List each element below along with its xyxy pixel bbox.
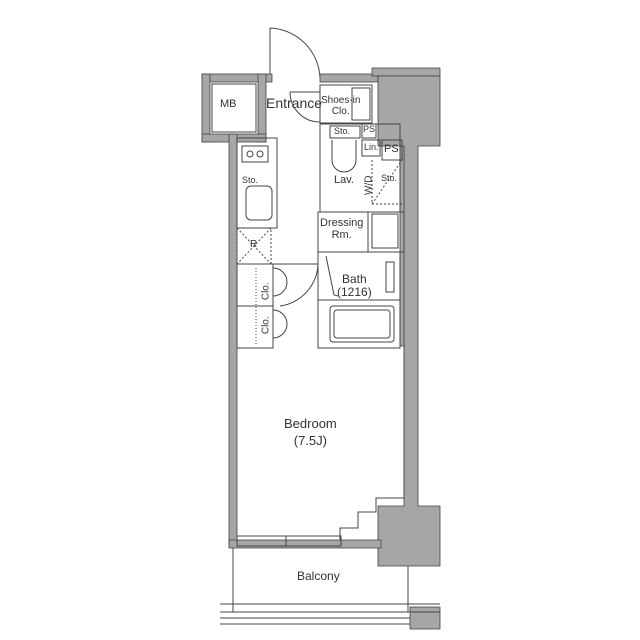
room-label-ps-small: PS <box>363 124 376 134</box>
bath-line2: (1216) <box>337 284 372 299</box>
dressing-line1: Dressing <box>320 217 364 229</box>
room-label-balcony: Balcony <box>297 569 340 583</box>
dressing-line2: Rm. <box>331 228 352 241</box>
room-label-sto-wd: Sto. <box>381 173 398 183</box>
room-label-shoes-in-clo: Shoes-in Clo. <box>321 95 361 117</box>
room-label-mb: MB <box>220 98 237 110</box>
bath-line1: Bath <box>342 272 367 286</box>
bedroom-line2: (7.5J) <box>293 432 327 448</box>
room-label-kitchen-sto: Sto. <box>242 175 259 185</box>
room-label-dressing: Dressing Rm. <box>320 217 364 241</box>
shoes-in-line1: Shoes-in <box>321 95 361 106</box>
room-label-bath: Bath (1216) <box>337 273 372 298</box>
room-label-sto-top: Sto. <box>334 126 351 136</box>
room-label-entrance: Entrance <box>266 95 323 111</box>
room-label-clo-1: Clo. <box>260 282 272 301</box>
entrance-door <box>269 27 321 80</box>
room-label-refrigerator: R <box>250 239 258 250</box>
room-label-wd: W/D <box>363 175 375 195</box>
room-label-ps-right: PS <box>384 143 399 155</box>
room-label-clo-2: Clo. <box>260 316 272 335</box>
room-label-bedroom: Bedroom (7.5J) <box>284 417 337 447</box>
interior-lines <box>211 83 440 625</box>
room-label-lav: Lav. <box>334 174 354 186</box>
bedroom-line1: Bedroom <box>284 416 337 431</box>
room-label-lin: Lin. <box>364 142 379 152</box>
shoes-in-line2: Clo. <box>331 105 350 117</box>
